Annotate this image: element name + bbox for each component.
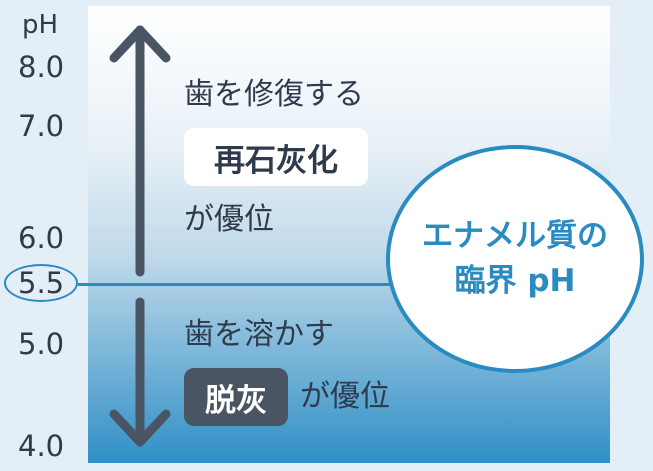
tick-5-0: 5.0 — [18, 327, 65, 361]
ph-arrows — [109, 25, 171, 447]
critical-ph-callout-line1: エナメル質の — [422, 218, 608, 255]
up-arrow-icon — [109, 25, 171, 277]
critical-ph-line — [78, 283, 398, 286]
tick-7-0: 7.0 — [18, 109, 65, 143]
tick-8-0: 8.0 — [18, 50, 65, 84]
demineralization-dominant-text: が優位 — [300, 379, 390, 414]
critical-ph-callout-line2: 臨界 pH — [454, 263, 576, 299]
remineralization-dominant-text: が優位 — [184, 202, 274, 237]
demineralization-description: 歯を溶かす — [184, 317, 334, 352]
remineralization-badge: 再石灰化 — [184, 128, 368, 186]
critical-ph-highlight-ring — [4, 264, 78, 302]
tick-6-0: 6.0 — [18, 221, 65, 255]
tick-4-0: 4.0 — [18, 429, 65, 463]
ph-unit-label: pH — [22, 10, 59, 40]
critical-ph-callout: エナメル質の 臨界 pH — [386, 145, 644, 373]
remineralization-description: 歯を修復する — [184, 77, 364, 112]
demineralization-badge: 脱灰 — [184, 368, 288, 426]
down-arrow-icon — [109, 297, 171, 447]
